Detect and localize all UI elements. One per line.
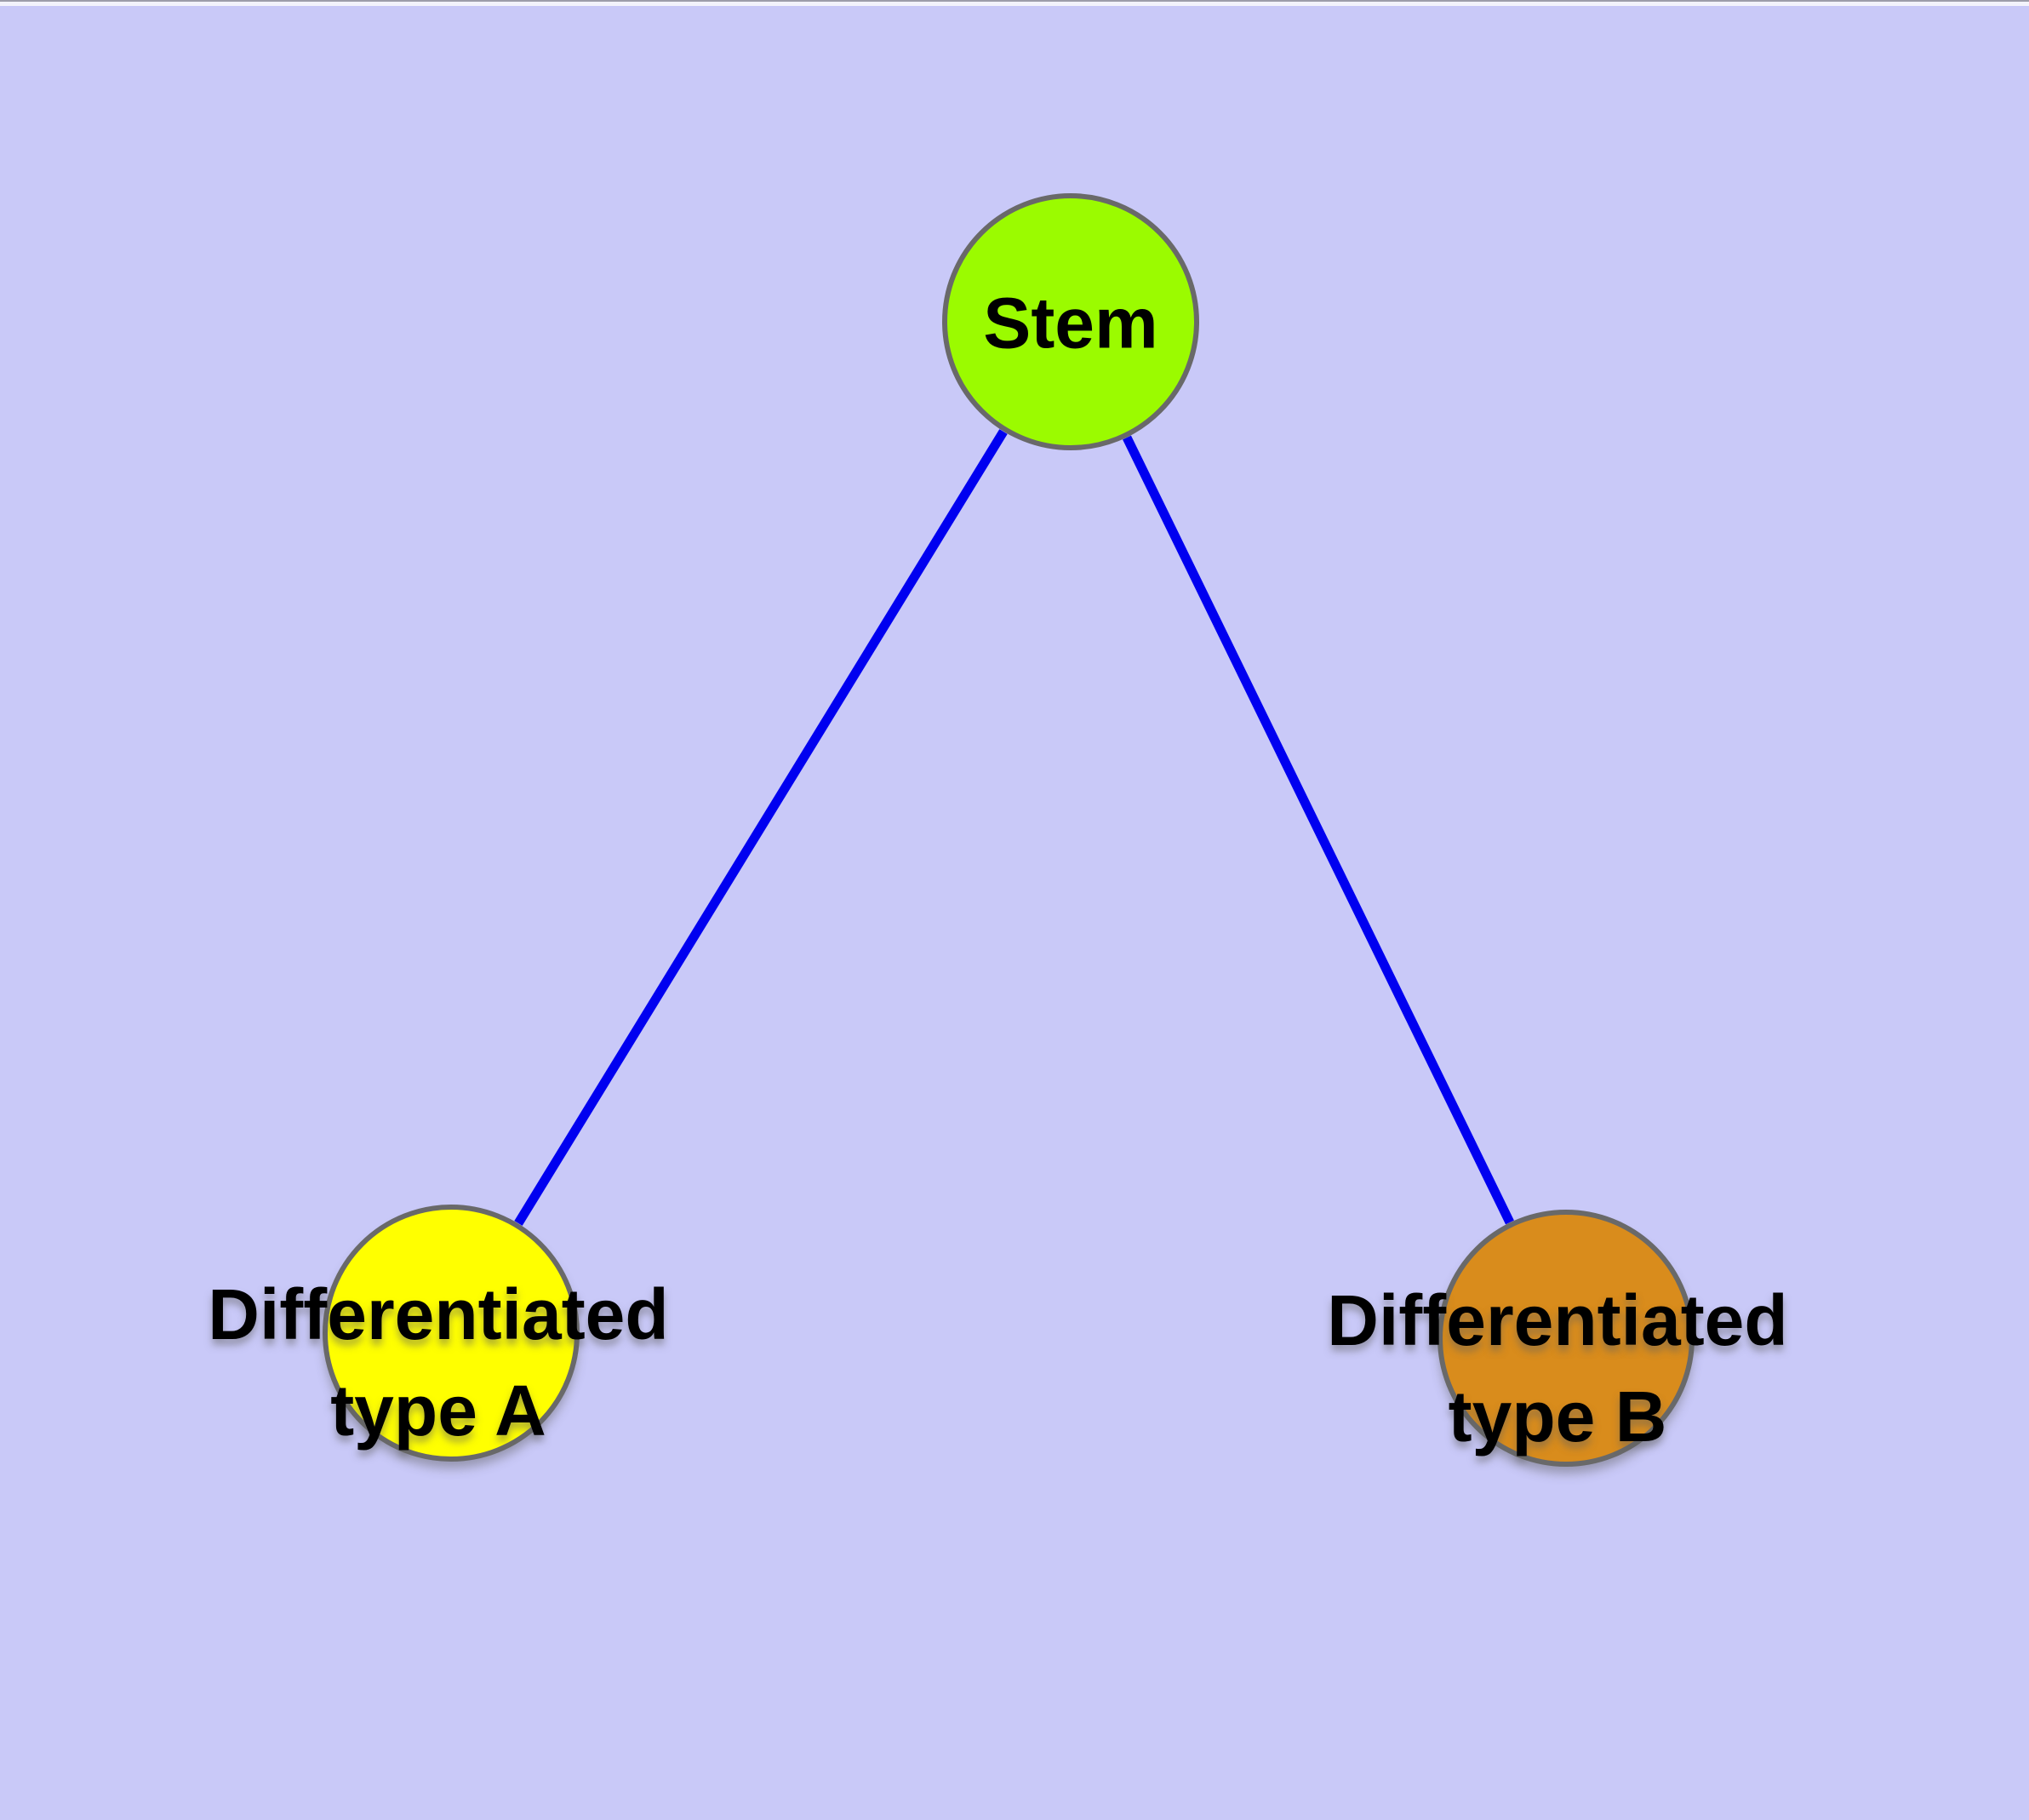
node-differentiated-type-a xyxy=(323,1205,580,1462)
node-type-a-label-line2: type A xyxy=(330,1371,546,1451)
edge-stem-to-type-a xyxy=(514,429,1008,1226)
node-type-a-label-line1: Differentiated xyxy=(208,1274,669,1354)
node-type-b-label: Differentiated type B xyxy=(1327,1273,1787,1465)
window-top-edge xyxy=(0,0,2029,6)
node-type-a-label: Differentiated type A xyxy=(208,1267,668,1459)
edge-stem-to-type-b xyxy=(1123,435,1514,1225)
node-type-b-label-line2: type B xyxy=(1448,1376,1667,1457)
node-type-b-label-line1: Differentiated xyxy=(1327,1280,1788,1360)
node-stem-label: Stem xyxy=(983,283,1158,363)
node-stem xyxy=(942,193,1199,450)
node-differentiated-type-b xyxy=(1437,1210,1695,1467)
